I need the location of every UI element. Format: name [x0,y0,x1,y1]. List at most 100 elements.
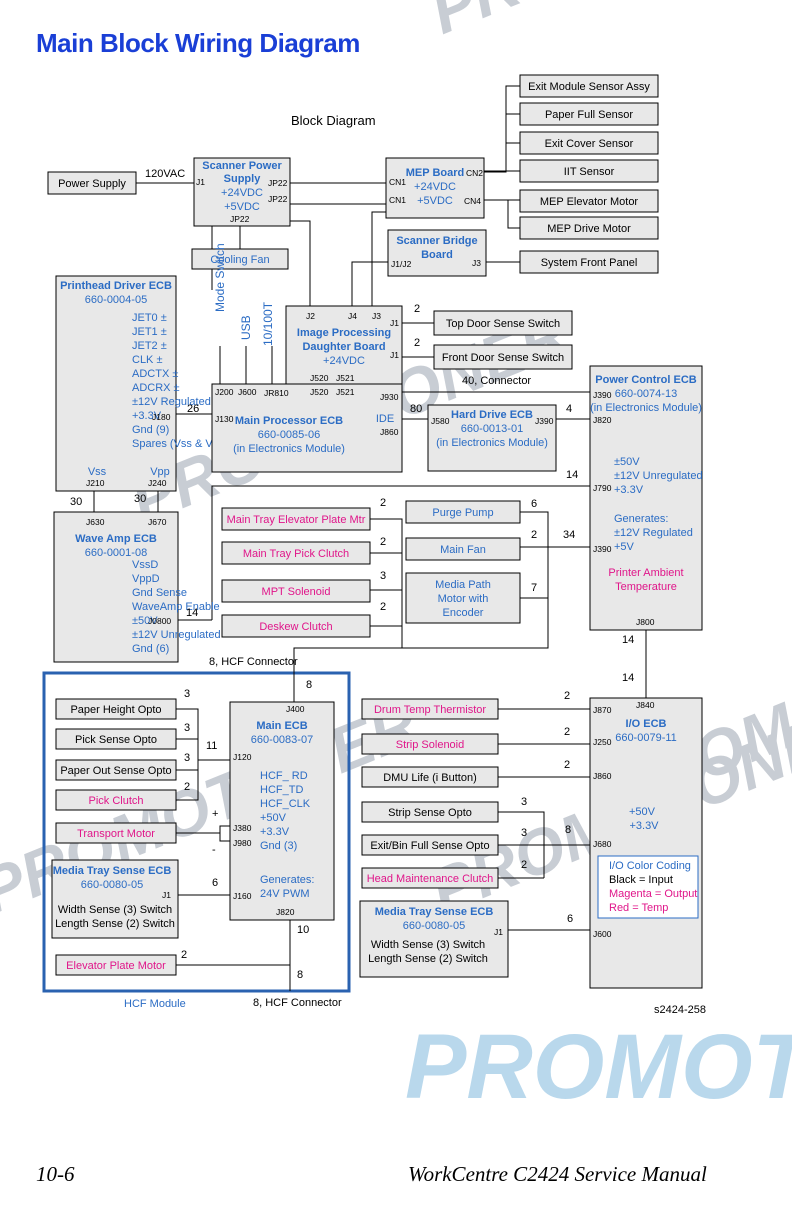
printhead-driver-ecb-label: Vpp [150,466,170,478]
cooling-fan-label: Cooling Fan [210,254,269,266]
connector-label: J521 [336,373,355,383]
printhead-driver-ecb-label: Vss [88,466,107,478]
exit-module-sensor-assy-box [519,74,659,98]
connector-label: J980 [233,838,252,848]
wire-count-label: Mode Switch [213,243,227,312]
mep-drive-motor-block: MEP Drive Motor [519,216,659,240]
wire-count-label: 8 [306,679,312,691]
exit-module-sensor-assy-block: Exit Module Sensor Assy [519,74,659,98]
paper-full-sensor-block: Paper Full Sensor [519,102,659,126]
connector-label: J180 [152,412,171,422]
wave-amp-ecb-box [53,511,179,663]
connector-label: J860 [593,771,612,781]
wire-count-label: 6 [531,498,537,510]
wire-count-label: 14 [566,469,578,481]
hcf-module-border [42,671,351,993]
scanner-bridge-board-label: Scanner Bridge [396,235,477,247]
wire-count-label: 6 [212,877,218,889]
connector-label: J1/J2 [391,259,412,269]
wave-amp-ecb-label: VssD [132,559,158,571]
page-title: Main Block Wiring Diagram [36,28,360,58]
legend-line: Magenta = Output [609,888,697,900]
front-door-sense-switch-label: Front Door Sense Switch [442,352,564,364]
purge-pump-box [405,500,521,524]
image-processing-board-label: +24VDC [323,355,365,367]
main-ecb-label: +3.3V [260,826,290,838]
wire-count-label: 3 [184,688,190,700]
paper-height-opto-box [55,698,177,720]
paper-height-opto-block: Paper Height Opto [55,698,177,720]
connector-label: J630 [86,517,105,527]
connector-label: J800 [636,617,655,627]
paper-full-sensor-label: Paper Full Sensor [545,109,633,121]
wire [498,811,545,878]
connector-label: J120 [233,752,252,762]
pick-clutch-label: Pick Clutch [88,795,143,807]
connector-label: J860 [380,427,399,437]
main-tray-elevator-plate-mtr-box [221,507,371,531]
wire-count-label: 10/100T [261,301,275,346]
wire-count-label: 2 [414,337,420,349]
connector-label: J2 [306,311,315,321]
connector-label: J1 [494,927,503,937]
wire-count-label: 26 [187,403,199,415]
connector-label: J600 [238,387,257,397]
connector-label: J1 [390,350,399,360]
main-ecb-label: 660-0083-07 [251,734,313,746]
front-door-sense-switch-block: Front Door Sense Switch [433,344,573,370]
main-ecb-label: Gnd (3) [260,840,297,852]
mep-drive-motor-label: MEP Drive Motor [547,223,631,235]
scanner-power-supply-box [193,157,291,227]
wire [219,833,230,842]
io-ecb-box [589,697,703,989]
media-tray-sense-ecb-label: Length Sense (2) Switch [368,953,488,965]
hard-drive-ecb-label: 660-0013-01 [461,423,523,435]
top-door-sense-switch-label: Top Door Sense Switch [446,318,560,330]
main-tray-pick-clutch-block: Main Tray Pick Clutch [221,541,371,565]
purge-pump-label: Purge Pump [432,507,493,519]
exit-module-sensor-assy-label: Exit Module Sensor Assy [528,81,650,93]
connector-label: J1 [390,318,399,328]
system-front-panel-label: System Front Panel [541,257,638,269]
wire [176,825,230,834]
wire-count-label: 2 [181,949,187,961]
wire-count-label: 3 [184,722,190,734]
paper-height-opto-label: Paper Height Opto [70,704,161,716]
wire-count-label: 2 [380,601,386,613]
wave-amp-ecb-label: Wave Amp ECB [75,533,157,545]
wire-count-label: 40, Connector [462,375,531,387]
head-maintenance-clutch-label: Head Maintenance Clutch [367,873,494,885]
power-control-ecb-label: 660-0074-13 [615,388,677,400]
connector-label: J930 [380,392,399,402]
paper-out-sense-opto-block: Paper Out Sense Opto [55,759,177,781]
wave-amp-ecb-label: ±12V Unregulated [132,629,221,641]
main-fan-block: Main Fan [405,537,521,561]
legend-line: I/O Color Coding [609,860,691,872]
figure-id: s2424-258 [654,1004,706,1016]
wire-count-label: 120VAC [145,168,185,180]
power-control-ecb-label: Printer Ambient [608,567,683,579]
wire-count-label: 30 [134,493,146,505]
front-door-sense-switch-box [433,344,573,370]
iit-sensor-box [519,159,659,183]
connector-label: J670 [148,517,167,527]
main-ecb-label: HCF_ RD [260,770,308,782]
io-ecb-label: 660-0079-11 [615,732,677,744]
wire-count-label: 2 [414,303,420,315]
strip-solenoid-box [361,733,499,755]
power-control-ecb-label: +3.3V [614,484,644,496]
wire [371,211,386,306]
drum-temp-thermistor-block: Drum Temp Thermistor [361,698,499,720]
iit-sensor-label: IIT Sensor [564,166,615,178]
main-tray-elevator-plate-mtr-label: Main Tray Elevator Plate Mtr [227,514,366,526]
connector-label: J520 [310,373,329,383]
main-processor-ecb-box [211,383,403,473]
scanner-power-supply-label: Supply [224,173,262,185]
power-control-ecb-label: Temperature [615,581,677,593]
